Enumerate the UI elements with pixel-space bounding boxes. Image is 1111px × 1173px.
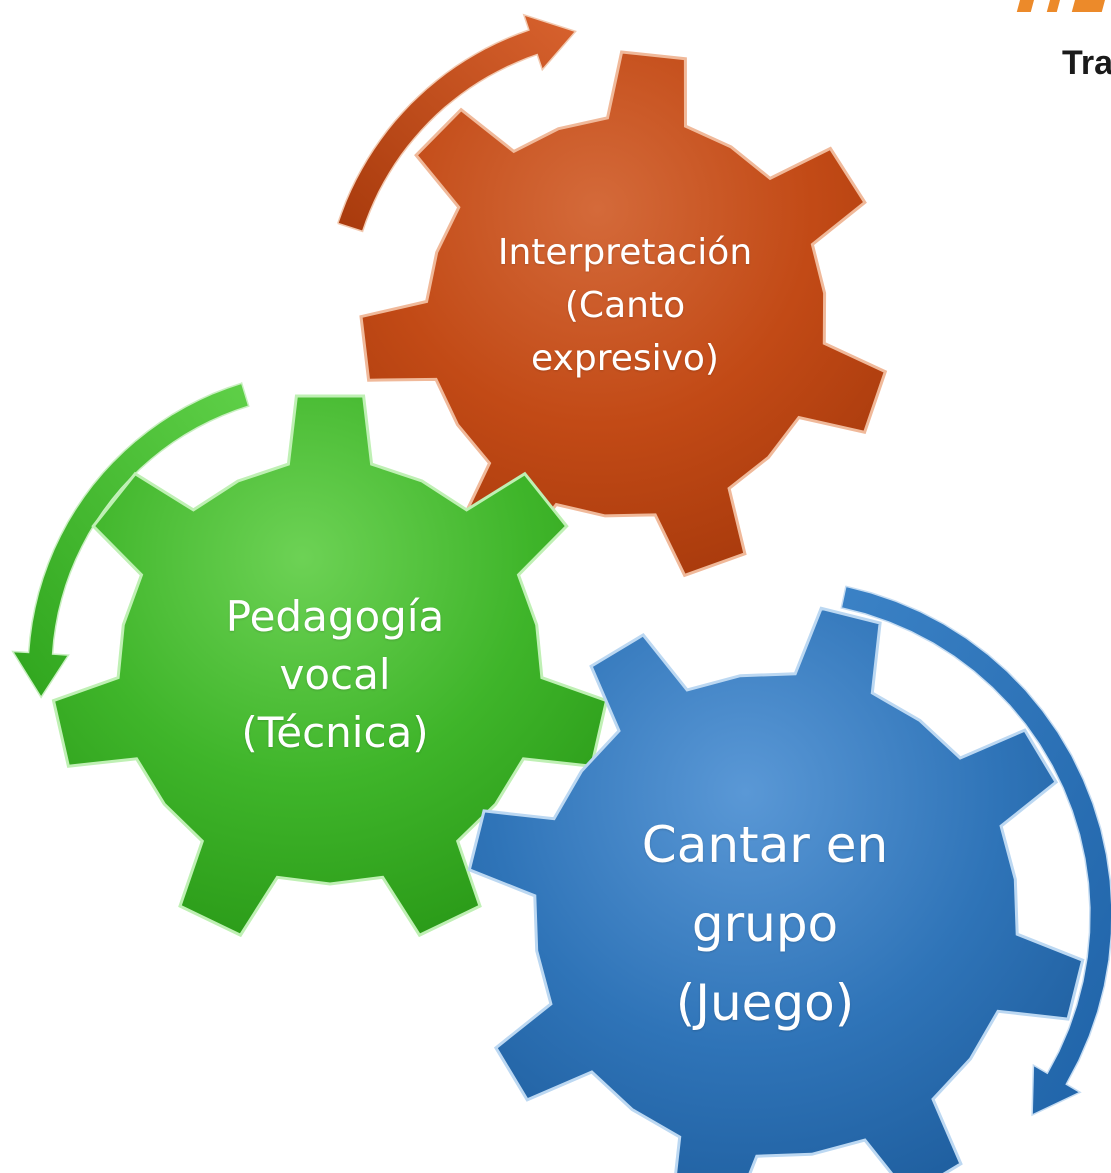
gear-label-pedagogia: Pedagogía vocal (Técnica) (225, 592, 445, 757)
green-curved-arrow-icon (11, 381, 250, 699)
gear-label-interpretacion: Interpretación (Canto expresivo) (497, 232, 753, 379)
orange-gear-icon (359, 50, 888, 578)
logo-fragment (1016, 0, 1105, 12)
gear-label-cantar: Cantar en grupo (Juego) (641, 816, 889, 1032)
orange-curved-arrow-icon (337, 13, 577, 233)
green-gear-icon (51, 394, 609, 938)
blue-curved-arrow-icon (840, 585, 1111, 1117)
header-title-fragment: Tra (1062, 44, 1111, 82)
blue-gear-icon (467, 606, 1085, 1173)
